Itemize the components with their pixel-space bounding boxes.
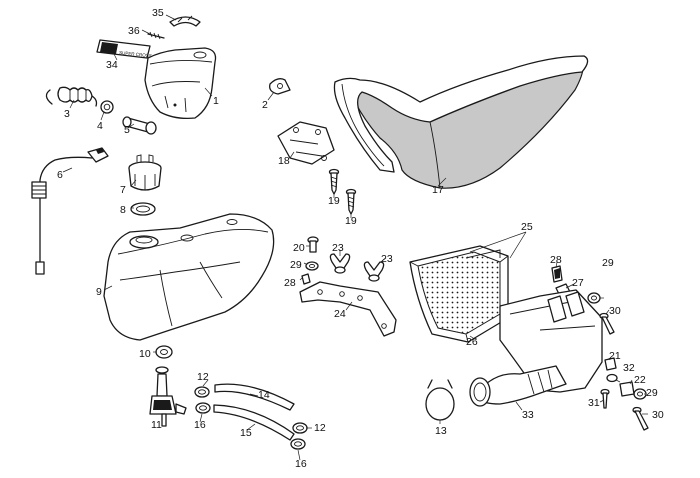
part-11-fuel-tap — [149, 366, 187, 427]
part-34-sticker: SUPER CROSS — [96, 39, 152, 59]
part-4-nut — [100, 100, 114, 114]
label-10: 10 — [139, 348, 151, 360]
label-21: 21 — [609, 350, 621, 362]
part-23-wing-nut-right — [363, 261, 385, 282]
part-15-hose — [213, 404, 295, 441]
part-30-screw-lower — [632, 406, 649, 431]
part-17-seat — [333, 55, 589, 189]
label-3: 3 — [64, 108, 70, 120]
label-1: 1 — [213, 95, 219, 107]
part-7-fuel-cap — [128, 154, 162, 191]
part-20-bolt — [307, 236, 319, 253]
part-12-clamp-right — [292, 422, 308, 434]
label-7: 7 — [120, 184, 126, 196]
part-24-mounting-bracket — [299, 281, 397, 337]
label-23b: 23 — [381, 253, 393, 265]
label-11: 11 — [151, 419, 162, 431]
label-4: 4 — [97, 120, 103, 132]
label-34: 34 — [106, 59, 118, 71]
part-1-tank-cover — [144, 47, 217, 120]
label-24: 24 — [334, 308, 346, 320]
part-21-nut — [604, 357, 617, 371]
label-6: 6 — [57, 169, 63, 181]
label-33: 33 — [522, 409, 534, 421]
label-32: 32 — [623, 362, 635, 374]
part-28-clip-centre — [301, 273, 311, 285]
label-9: 9 — [96, 286, 102, 298]
label-29c: 29 — [646, 387, 658, 399]
part-14-hose — [214, 383, 295, 411]
part-29-grommet-upper — [587, 292, 601, 304]
part-35-clip — [169, 15, 201, 27]
part-28-clip-right — [551, 265, 563, 283]
part-26-air-filter — [409, 245, 509, 343]
label-16b: 16 — [295, 458, 307, 470]
label-17: 17 — [432, 184, 444, 196]
sticker-text: SUPER CROSS — [119, 50, 152, 58]
part-31-screw — [600, 388, 610, 409]
label-23a: 23 — [332, 242, 344, 254]
label-30a: 30 — [609, 305, 621, 317]
part-9-fuel-tank — [103, 213, 275, 341]
part-33-intake-boot — [469, 365, 567, 407]
part-2-bracket — [269, 78, 291, 95]
label-28a: 28 — [284, 277, 296, 289]
part-5-bushing — [122, 116, 157, 135]
label-19b: 19 — [345, 215, 357, 227]
part-25-filter-element — [465, 249, 501, 259]
part-19-screw-bottom — [345, 188, 357, 215]
label-15: 15 — [240, 427, 252, 439]
part-12-clamp-left — [194, 386, 210, 398]
label-26: 26 — [466, 336, 478, 348]
part-19-screw-top — [328, 168, 340, 195]
label-8: 8 — [120, 204, 126, 216]
part-29-washer-centre — [305, 261, 319, 271]
part-16-clamp-right — [290, 438, 306, 450]
part-32-washer — [606, 373, 618, 383]
label-20: 20 — [293, 242, 305, 254]
label-14: 14 — [258, 389, 270, 401]
label-25: 25 — [521, 221, 533, 233]
label-22: 22 — [634, 374, 646, 386]
label-29b: 29 — [602, 257, 614, 269]
part-30-screw-upper — [599, 312, 615, 335]
label-12a: 12 — [197, 371, 209, 383]
label-16a: 16 — [194, 419, 206, 431]
label-2: 2 — [262, 99, 268, 111]
label-5: 5 — [124, 124, 130, 136]
leader-lines — [62, 14, 648, 461]
callout-labels: 35 36 34 1 2 3 4 5 6 7 8 9 10 11 12 12 1… — [57, 7, 664, 470]
part-10-nut — [155, 345, 173, 359]
label-36: 36 — [128, 25, 140, 37]
label-27: 27 — [572, 277, 584, 289]
part-3-spring — [45, 86, 98, 107]
label-12b: 12 — [314, 422, 326, 434]
label-29a: 29 — [290, 259, 302, 271]
part-22-rubber-mount — [619, 381, 635, 397]
part-23-wing-nut-left — [329, 253, 351, 274]
label-18: 18 — [278, 155, 290, 167]
label-35: 35 — [152, 7, 164, 19]
label-13: 13 — [435, 425, 447, 437]
label-31: 31 — [588, 397, 600, 409]
part-6-breather-hose — [31, 147, 109, 275]
label-28b: 28 — [550, 254, 562, 266]
part-8-gasket — [130, 202, 156, 216]
part-16-clamp-left — [195, 402, 211, 414]
label-19a: 19 — [328, 195, 340, 207]
part-13-hose-clamp — [425, 379, 455, 421]
part-36-pin — [147, 31, 165, 40]
label-30b: 30 — [652, 409, 664, 421]
